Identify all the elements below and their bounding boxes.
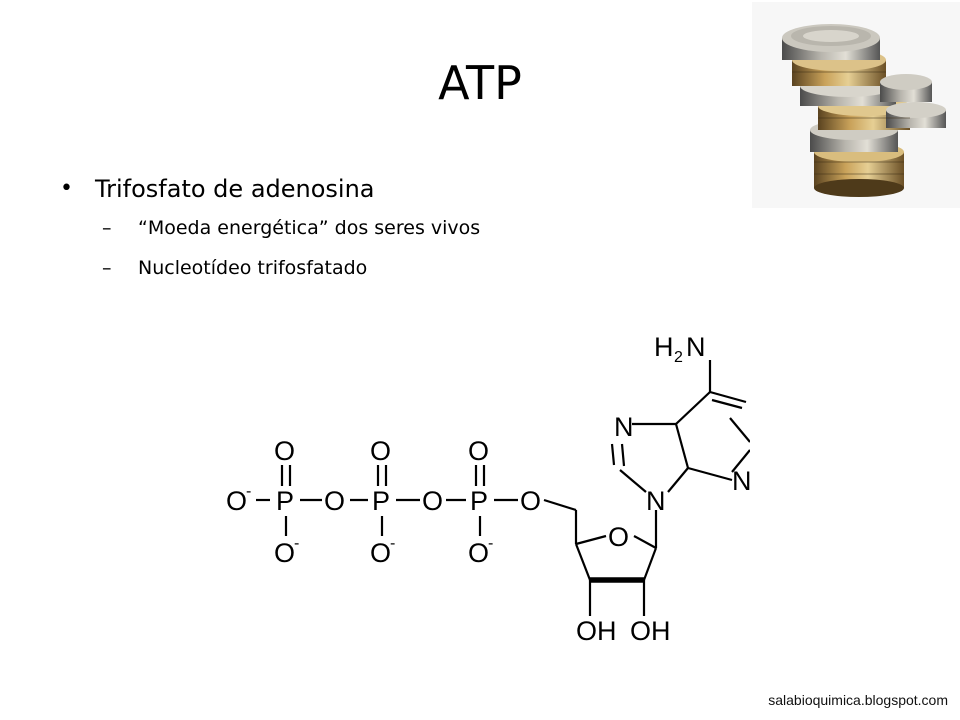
atom-o-top1: O [274,436,295,466]
atom-o-top3: O [468,436,489,466]
atom-n3: N [732,466,750,496]
atom-o-top2: O [370,436,391,466]
atom-o-bot1: O [274,538,295,568]
sub-bullet-item: – “Moeda energética” dos seres vivos [60,208,680,248]
bullet-dot-icon: • [60,176,73,201]
atom-p1: P [276,486,294,516]
dash-icon: – [102,217,112,239]
charge-label: - [294,535,299,552]
atp-structure-diagram: O - P O O - O P O O - O P O O - O O N N … [226,332,750,646]
dash-icon: – [102,257,112,279]
charge-label: - [246,483,251,500]
coin-stack-image [752,2,960,208]
atom-n1: N [748,390,750,420]
atom-h2-subscript: 2 [674,349,683,366]
atom-p2: P [372,486,390,516]
atom-ring-o: O [608,522,629,552]
atom-o-bot2: O [370,538,391,568]
atom-o-bridge2: O [422,486,443,516]
sub-bullet-item: – Nucleotídeo trifosfatado [60,248,680,288]
atom-o-bridge1: O [324,486,345,516]
atom-o-ester: O [520,486,541,516]
atom-n7: N [614,412,634,442]
atom-o-left: O [226,486,247,516]
sub-bullet-text: Nucleotídeo trifosfatado [138,257,368,279]
slide-title: ATP [438,56,522,110]
atom-o-bot3: O [468,538,489,568]
atom-n9: N [646,486,666,516]
sub-bullet-text: “Moeda energética” dos seres vivos [138,217,481,239]
atom-oh2: OH [630,616,671,646]
charge-label: - [390,535,395,552]
bullet-text: Trifosfato de adenosina [95,175,375,203]
atom-h2: H [654,332,674,362]
source-credit: salabioquimica.blogspot.com [768,692,948,708]
bullet-item: • Trifosfato de adenosina [60,170,680,208]
atom-n-amine: N [686,332,706,362]
atom-p3: P [470,486,488,516]
atom-oh1: OH [576,616,617,646]
charge-label: - [488,535,493,552]
bullet-list: • Trifosfato de adenosina – “Moeda energ… [60,170,680,288]
